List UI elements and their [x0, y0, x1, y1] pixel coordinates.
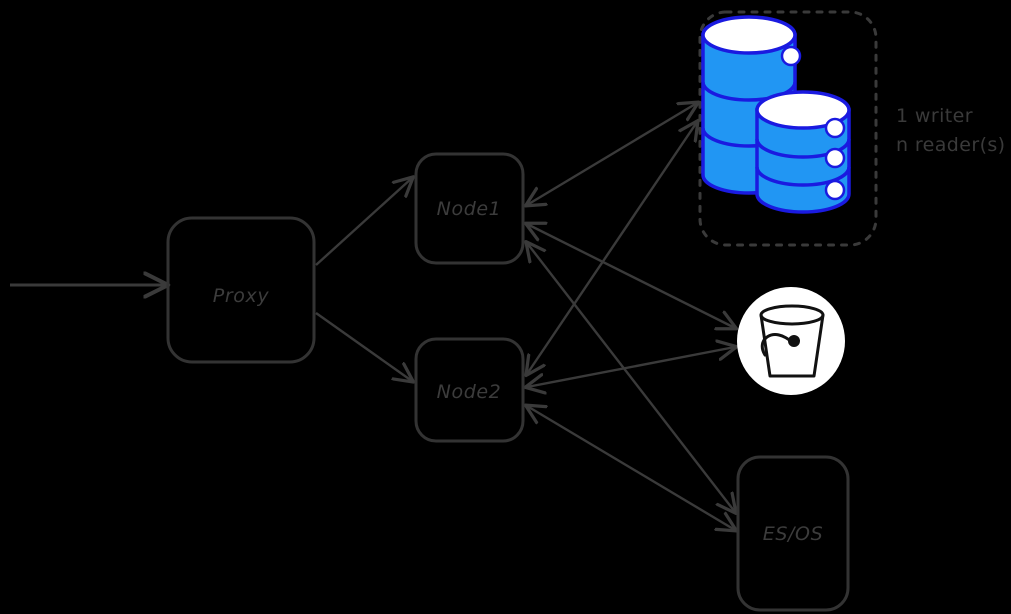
database-annotation: 1 writer n reader(s)	[896, 105, 1006, 156]
edge-node2-to-esos	[527, 406, 735, 530]
db-status-dot	[824, 117, 846, 139]
database-annotation-line1: 1 writer	[896, 105, 973, 127]
edge-proxy-to-node1	[315, 178, 412, 266]
esos-label: ES/OS	[763, 523, 823, 545]
front-database-cylinder	[755, 90, 851, 214]
proxy-node[interactable]: Proxy	[166, 216, 316, 364]
node1-label: Node1	[437, 198, 502, 220]
database-group[interactable]	[698, 10, 878, 247]
db-status-dot	[780, 45, 802, 67]
node2-label: Node2	[437, 381, 502, 403]
edge-proxy-to-node2	[315, 312, 412, 381]
edge-node1-to-database	[527, 103, 697, 205]
node1-node[interactable]: Node1	[414, 152, 525, 265]
edge-node1-to-esos	[527, 243, 735, 512]
esos-node[interactable]: ES/OS	[736, 455, 850, 612]
db-status-dot	[824, 147, 846, 169]
node2-node[interactable]: Node2	[414, 337, 525, 443]
edge-node2-to-bucket	[527, 347, 735, 387]
database-group-border	[698, 10, 878, 247]
object-storage-bucket[interactable]	[737, 287, 845, 395]
edge-node2-to-database	[527, 122, 697, 374]
edge-node1-to-bucket	[527, 224, 735, 328]
proxy-label: Proxy	[213, 285, 270, 307]
db-status-dot	[824, 179, 846, 201]
bucket-icon	[759, 304, 825, 378]
database-annotation-line2: n reader(s)	[896, 134, 1006, 156]
